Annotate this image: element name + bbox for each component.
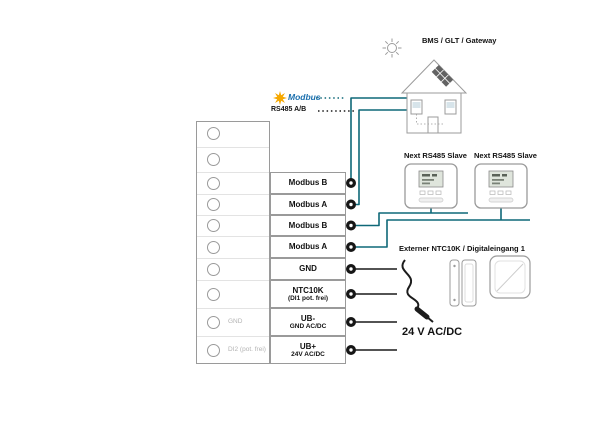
terminal-cell-label: Modbus B: [288, 220, 328, 230]
thermostat-device-2: [474, 163, 528, 209]
slave-left-heading: Next RS485 Slave: [404, 151, 467, 160]
terminal-cell-label: GND: [299, 264, 317, 274]
terminal-cell-label: Modbus A: [288, 242, 328, 252]
terminal-screw-circle: [207, 263, 220, 276]
block-row-divider: [197, 308, 269, 309]
terminal-cell-modbus-b-2: Modbus B: [270, 215, 346, 236]
terminal-cell-label: Modbus B: [288, 178, 328, 188]
block-row-divider: [197, 147, 269, 148]
rs485-label: RS485 A/B: [271, 106, 307, 113]
gateway-heading: BMS / GLT / Gateway: [422, 36, 497, 45]
block-label-di2: DI2 (pot. frei): [228, 346, 266, 353]
terminal-cell-ub-minus: UB- GND AC/DC: [270, 308, 346, 336]
block-label-gnd: GND: [228, 318, 243, 325]
ntc-probe-icon: [401, 259, 434, 323]
modbus-logo-text: Modbus: [288, 92, 321, 102]
modbus-logo-star-icon: [273, 91, 287, 105]
block-row-divider: [197, 172, 269, 173]
block-row-divider: [197, 236, 269, 237]
terminal-cell-sublabel: 24V AC/DC: [291, 350, 325, 358]
terminal-screw-circle: [207, 219, 220, 232]
terminal-screw-circle: [207, 177, 220, 190]
terminal-screw-circle: [207, 198, 220, 211]
sensor-heading: Externer NTC10K / Digitaleingang 1: [399, 244, 525, 253]
terminal-cell-modbus-b-1: Modbus B: [270, 172, 346, 194]
terminal-cell-gnd: GND: [270, 258, 346, 280]
sun-icon: [382, 38, 402, 58]
terminal-cell-modbus-a-1: Modbus A: [270, 194, 346, 215]
terminal-cell-label: UB+: [299, 341, 317, 351]
terminal-dots: [346, 178, 356, 355]
terminal-cell-label: UB-: [300, 313, 316, 323]
terminal-screw-circle: [207, 241, 220, 254]
power-supply-label: 24 V AC/DC: [402, 326, 463, 338]
terminal-screw-circle: [207, 288, 220, 301]
terminal-cell-ub-plus: UB+ 24V AC/DC: [270, 336, 346, 364]
block-row-divider: [197, 280, 269, 281]
terminal-screw-circle: [207, 316, 220, 329]
terminal-cell-sublabel: GND AC/DC: [289, 322, 327, 330]
gateway-building-illustration: [400, 59, 468, 134]
wall-sensor-icon: [489, 255, 531, 299]
terminal-cell-label: NTC10K: [292, 285, 324, 295]
block-row-divider: [197, 215, 269, 216]
block-row-divider: [197, 194, 269, 195]
terminal-cell-label: Modbus A: [288, 199, 328, 209]
terminal-cell-modbus-a-2: Modbus A: [270, 236, 346, 258]
terminal-cell-ntc10k: NTC10K (DI1 pot. frei): [270, 280, 346, 308]
terminal-cell-sublabel: (DI1 pot. frei): [287, 294, 329, 302]
door-contact-icon: [449, 259, 477, 307]
slave-right-heading: Next RS485 Slave: [474, 151, 537, 160]
terminal-screw-circle: [207, 127, 220, 140]
block-row-divider: [197, 336, 269, 337]
thermostat-device-1: [404, 163, 458, 209]
block-row-divider: [197, 258, 269, 259]
terminal-screw-circle: [207, 344, 220, 357]
terminal-screw-circle: [207, 153, 220, 166]
